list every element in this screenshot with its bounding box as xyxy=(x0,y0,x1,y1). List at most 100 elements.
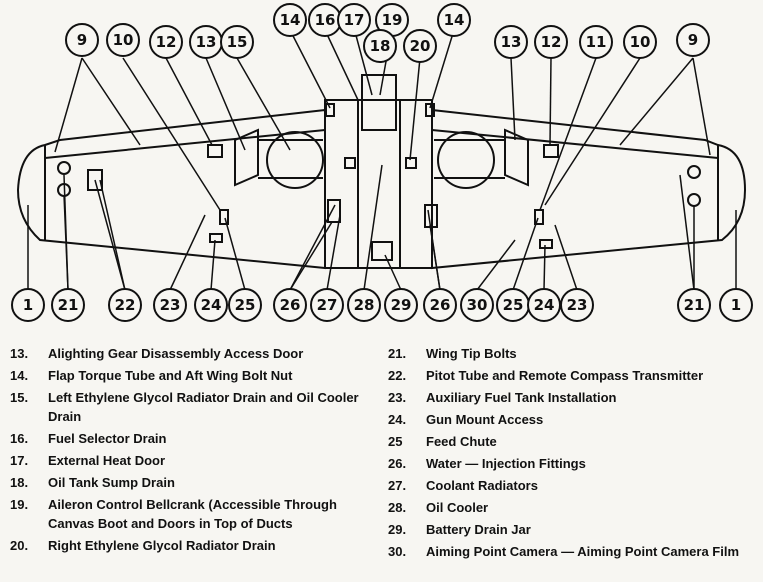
legend-text: Left Ethylene Glycol Radiator Drain and … xyxy=(48,390,359,424)
legend-text: Coolant Radiators xyxy=(426,478,538,493)
legend-text: Oil Tank Sump Drain xyxy=(48,475,175,490)
legend-number: 28. xyxy=(388,500,407,515)
callout-13: 13 xyxy=(189,25,223,59)
legend-item: 29.Battery Drain Jar xyxy=(388,520,760,539)
callout-30: 30 xyxy=(460,288,494,322)
callout-14: 14 xyxy=(273,3,307,37)
callout-20: 20 xyxy=(403,29,437,63)
callout-10: 10 xyxy=(106,23,140,57)
legend-item: 20.Right Ethylene Glycol Radiator Drain xyxy=(10,536,370,555)
legend-text: Pitot Tube and Remote Compass Transmitte… xyxy=(426,368,704,383)
callout-number: 12 xyxy=(541,33,562,51)
legend-text: Oil Cooler xyxy=(426,500,489,515)
callout-1: 1 xyxy=(11,288,45,322)
legend-text: Flap Torque Tube and Aft Wing Bolt Nut xyxy=(48,368,293,383)
callout-13: 13 xyxy=(494,25,528,59)
callout-number: 13 xyxy=(196,33,217,51)
callout-number: 15 xyxy=(227,33,248,51)
callout-number: 16 xyxy=(315,11,336,29)
legend-item: 17.External Heat Door xyxy=(10,451,370,470)
callout-number: 20 xyxy=(410,37,431,55)
callout-18: 18 xyxy=(363,29,397,63)
callout-21: 21 xyxy=(51,288,85,322)
legend-number: 29. xyxy=(388,522,407,537)
callout-14: 14 xyxy=(437,3,471,37)
left-wing-outline xyxy=(16,108,326,270)
callout-15: 15 xyxy=(220,25,254,59)
callout-27: 27 xyxy=(310,288,344,322)
legend-number: 17. xyxy=(10,453,29,468)
legend-number: 16. xyxy=(10,431,29,446)
callout-25: 25 xyxy=(496,288,530,322)
callout-number: 13 xyxy=(501,33,522,51)
legend-item: 26. Water — Injection Fittings xyxy=(388,454,760,473)
legend-text: Fuel Selector Drain xyxy=(48,431,167,446)
legend-number: 15. xyxy=(10,390,29,405)
legend-number: 22. xyxy=(388,368,407,383)
legend-text: Gun Mount Access xyxy=(426,412,544,427)
callout-number: 14 xyxy=(280,11,301,29)
legend-text: Water — Injection Fittings xyxy=(426,456,586,471)
callout-11: 11 xyxy=(579,25,613,59)
callout-23: 23 xyxy=(153,288,187,322)
legend-text: Aileron Control Bellcrank (Accessible Th… xyxy=(48,497,337,531)
callout-number: 27 xyxy=(317,296,338,314)
legend-left: 13.Alighting Gear Disassembly Access Doo… xyxy=(10,344,370,558)
legend-item: 28. Oil Cooler xyxy=(388,498,760,517)
callout-26: 26 xyxy=(423,288,457,322)
legend-number: 30. xyxy=(388,544,407,559)
callout-number: 24 xyxy=(534,296,555,314)
legend-number: 26. xyxy=(388,456,407,471)
legend-number: 25 xyxy=(388,434,403,449)
legend-text: Feed Chute xyxy=(426,434,497,449)
legend-item: 18. Oil Tank Sump Drain xyxy=(10,473,370,492)
callout-23: 23 xyxy=(560,288,594,322)
callout-26: 26 xyxy=(273,288,307,322)
callout-9: 9 xyxy=(65,23,99,57)
legend-text: Aiming Point Camera — Aiming Point Camer… xyxy=(426,544,740,559)
callout-number: 23 xyxy=(567,296,588,314)
callout-22: 22 xyxy=(108,288,142,322)
callout-21: 21 xyxy=(677,288,711,322)
legend-number: 13. xyxy=(10,346,29,361)
legend-number: 18. xyxy=(10,475,29,490)
legend-number: 20. xyxy=(10,538,29,553)
callout-number: 21 xyxy=(684,296,705,314)
callout-24: 24 xyxy=(527,288,561,322)
legend-number: 23. xyxy=(388,390,407,405)
center-section xyxy=(324,99,433,269)
legend-number: 27. xyxy=(388,478,407,493)
callout-12: 12 xyxy=(149,25,183,59)
callout-29: 29 xyxy=(384,288,418,322)
callout-number: 24 xyxy=(201,296,222,314)
legend-item: 13.Alighting Gear Disassembly Access Doo… xyxy=(10,344,370,363)
callout-number: 9 xyxy=(688,31,698,49)
legend-number: 14. xyxy=(10,368,29,383)
callout-number: 9 xyxy=(77,31,87,49)
legend-item: 24.Gun Mount Access xyxy=(388,410,760,429)
callout-number: 10 xyxy=(630,33,651,51)
callout-10: 10 xyxy=(623,25,657,59)
callout-number: 23 xyxy=(160,296,181,314)
callout-number: 26 xyxy=(280,296,301,314)
callout-9: 9 xyxy=(676,23,710,57)
callout-28: 28 xyxy=(347,288,381,322)
callout-number: 12 xyxy=(156,33,177,51)
callout-number: 29 xyxy=(391,296,412,314)
callout-number: 28 xyxy=(354,296,375,314)
legend-item: 22. Pitot Tube and Remote Compass Transmi… xyxy=(388,366,760,385)
callout-number: 1 xyxy=(23,296,33,314)
legend-item: 21.Wing Tip Bolts xyxy=(388,344,760,363)
callout-number: 10 xyxy=(113,31,134,49)
callout-1: 1 xyxy=(719,288,753,322)
right-wing-outline xyxy=(431,108,747,270)
legend-right: 21.Wing Tip Bolts 22. Pitot Tube and Remot… xyxy=(388,344,760,564)
callout-number: 1 xyxy=(731,296,741,314)
legend-item: 15. Left Ethylene Glycol Radiator Drain a… xyxy=(10,388,370,426)
legend-item: 27. Coolant Radiators xyxy=(388,476,760,495)
callout-number: 26 xyxy=(430,296,451,314)
callout-16: 16 xyxy=(308,3,342,37)
callout-number: 19 xyxy=(382,11,403,29)
legend-text: Auxiliary Fuel Tank Installation xyxy=(426,390,617,405)
legend-item: 19.Aileron Control Bellcrank (Accessible… xyxy=(10,495,370,533)
